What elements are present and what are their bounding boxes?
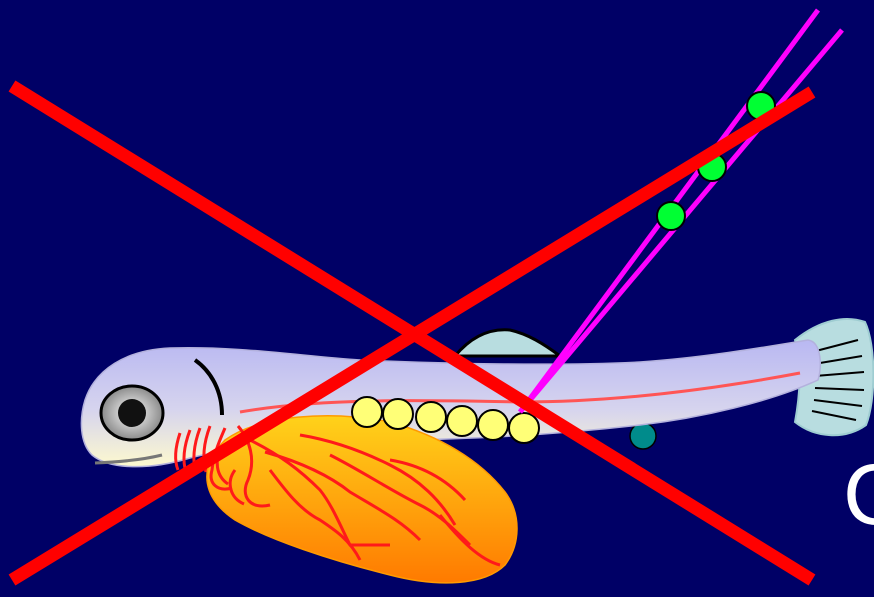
dorsal-fin-icon xyxy=(455,330,560,356)
green-cell xyxy=(657,202,685,230)
yellow-cell xyxy=(352,397,382,427)
yellow-cell xyxy=(447,406,477,436)
yellow-cell xyxy=(478,410,508,440)
yellow-cell xyxy=(383,399,413,429)
yellow-cell xyxy=(416,402,446,432)
green-cells xyxy=(657,92,775,230)
teal-cell-icon xyxy=(630,423,656,449)
edge-text: C xyxy=(843,452,874,538)
pupil-icon xyxy=(118,399,146,427)
yellow-cell xyxy=(509,413,539,443)
